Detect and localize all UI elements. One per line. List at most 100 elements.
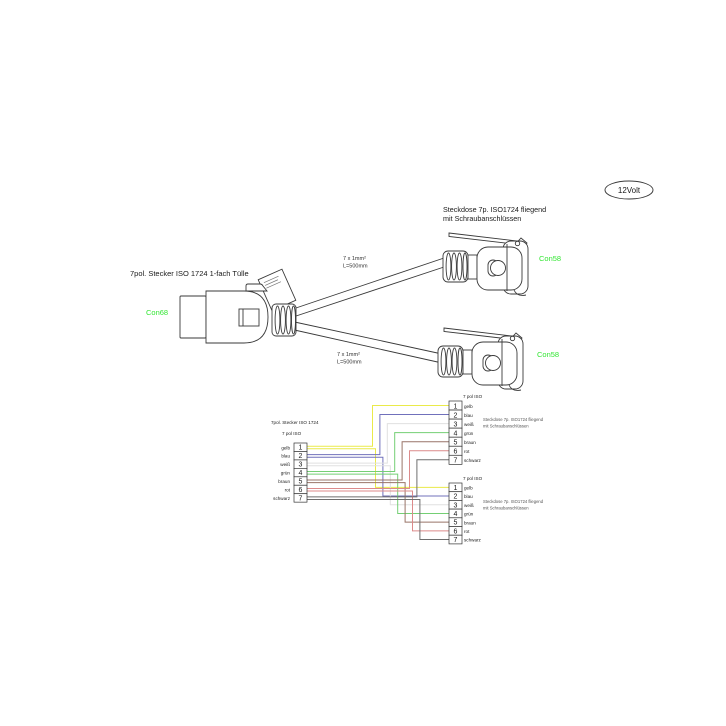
cable-upper-length: L=500mm	[343, 264, 368, 270]
plug-ref-label: Con68	[146, 308, 168, 317]
wire-5-to-socket-bottom	[307, 482, 449, 523]
pin-color-label: rot	[464, 449, 470, 454]
pin-color-label: grün	[464, 512, 474, 517]
pin-number: 1	[454, 485, 458, 492]
socket-bottom-drawing	[437, 327, 524, 391]
wire-2-to-socket-bottom	[307, 456, 449, 497]
pin-color-label: grün	[464, 431, 474, 436]
wire-7-to-socket-bottom	[307, 499, 449, 541]
pin-color-label: gelb	[464, 486, 473, 491]
pin-cell	[448, 534, 463, 545]
pin-color-label: blau	[281, 454, 290, 459]
pin-color-label: rot	[464, 529, 470, 534]
socket-top-label-line1: Steckdose 7p. ISO1724 fliegend	[443, 205, 546, 214]
plug-drawing	[179, 283, 297, 344]
wire-2-to-socket-top	[307, 414, 449, 456]
socket-top-collar	[467, 254, 478, 280]
wiring-socket-bottom-note2: mit Schraubanschlüssen	[483, 506, 529, 511]
cable-lower-length: L=500mm	[337, 360, 362, 366]
wire-1-to-socket-bottom	[307, 448, 449, 488]
wire-3-to-socket-top	[307, 423, 449, 464]
pin-number: 3	[454, 421, 458, 428]
socket-bottom-hinge-pin	[509, 335, 516, 342]
pin-color-label: weiß	[464, 422, 474, 427]
voltage-badge-label: 12Volt	[618, 186, 641, 195]
socket-bottom-pin-block: 1 gelb 2 blau 3 weiß 4 grün 5 braun 6 rot 7 schwarz	[448, 482, 482, 545]
wiring-wires	[307, 405, 449, 541]
pin-number: 5	[454, 520, 458, 527]
wiring-plug-subtitle: 7 pol ISO	[282, 431, 302, 436]
pin-number: 7	[299, 495, 303, 502]
socket-top-label-line2: mit Schraubanschlüssen	[443, 214, 521, 223]
pin-color-label: gelb	[464, 404, 473, 409]
cable-lower	[289, 320, 443, 364]
pin-color-label: braun	[464, 440, 476, 445]
pin-color-label: schwarz	[273, 496, 291, 501]
wiring-socket-bottom-title: 7 pol ISO	[463, 476, 483, 481]
wiring-socket-top-title: 7 pol ISO	[463, 394, 483, 399]
pin-number: 7	[454, 537, 458, 544]
pin-number: 2	[454, 412, 458, 419]
pin-number: 4	[454, 511, 458, 518]
wire-5-to-socket-top	[307, 441, 449, 481]
wire-4-to-socket-top	[307, 432, 449, 473]
socket-top-knob	[490, 260, 506, 276]
plug-pin-block: 1 gelb 2 blau 3 weiß 4 grün 5 braun 6 rot 7 schwarz	[273, 442, 308, 503]
pin-number: 7	[454, 458, 458, 465]
pin-cell	[293, 493, 308, 503]
socket-top-hinge-pin	[514, 240, 521, 247]
wiring-plug-title: 7pol. Stecker ISO 1724	[271, 420, 319, 425]
pin-number: 5	[299, 478, 303, 485]
pin-number: 6	[454, 528, 458, 535]
pin-color-label: rot	[285, 488, 291, 493]
pin-number: 6	[299, 487, 303, 494]
pin-color-label: weiß	[464, 503, 474, 508]
pin-number: 1	[299, 445, 303, 452]
pin-color-label: schwarz	[464, 458, 482, 463]
pin-number: 4	[299, 470, 303, 477]
pin-color-label: blau	[464, 413, 473, 418]
wire-1-to-socket-top	[307, 405, 449, 447]
pin-color-label: schwarz	[464, 538, 482, 543]
pin-color-label: braun	[278, 479, 290, 484]
wiring-socket-bottom-note1: Steckdose 7p. ISO1724 fliegend	[483, 499, 544, 504]
plug-gland-nut	[271, 303, 297, 337]
plug-cable-entry	[238, 308, 260, 327]
pin-number: 3	[454, 502, 458, 509]
socket-top-drawing	[442, 232, 529, 296]
socket-bottom-ref-label: Con58	[537, 350, 559, 359]
pin-color-label: gelb	[281, 445, 290, 450]
wire-6-to-socket-bottom	[307, 490, 449, 532]
pin-cell	[448, 454, 463, 465]
pin-color-label: weiß	[280, 462, 290, 467]
pin-color-label: blau	[464, 494, 473, 499]
pin-number: 3	[299, 462, 303, 469]
pin-number: 2	[454, 494, 458, 501]
wire-6-to-socket-top	[307, 450, 449, 489]
wiring-pin-blocks: 1 gelb 2 blau 3 weiß 4 grün 5 braun 6 rot 7 schwarz 1 g…	[273, 400, 482, 545]
wiring-socket-top-note1: Steckdose 7p. ISO1724 fliegend	[483, 417, 544, 422]
socket-top-clip	[513, 289, 527, 296]
pin-number: 5	[454, 439, 458, 446]
pin-number: 2	[299, 453, 303, 460]
cable-upper-spec: 7 x 1mm²	[343, 256, 366, 262]
socket-bottom-clip	[508, 384, 522, 391]
wire-7-to-socket-top	[307, 459, 449, 498]
voltage-badge: 12Volt	[604, 180, 654, 200]
pin-color-label: grün	[281, 471, 291, 476]
wire-4-to-socket-bottom	[307, 473, 449, 514]
plug-label: 7pol. Stecker ISO 1724 1-fach Tülle	[130, 269, 249, 278]
plug-back-shell	[179, 295, 207, 339]
pin-number: 4	[454, 430, 458, 437]
plug-top-tab	[245, 283, 268, 292]
socket-bottom-knob	[485, 355, 501, 371]
cable-tag	[257, 268, 297, 312]
pin-number: 1	[454, 403, 458, 410]
pin-color-label: braun	[464, 520, 476, 525]
cable-lower-spec: 7 x 1mm²	[337, 352, 360, 358]
socket-top-ref-label: Con58	[539, 254, 561, 263]
cable-upper	[289, 256, 448, 319]
